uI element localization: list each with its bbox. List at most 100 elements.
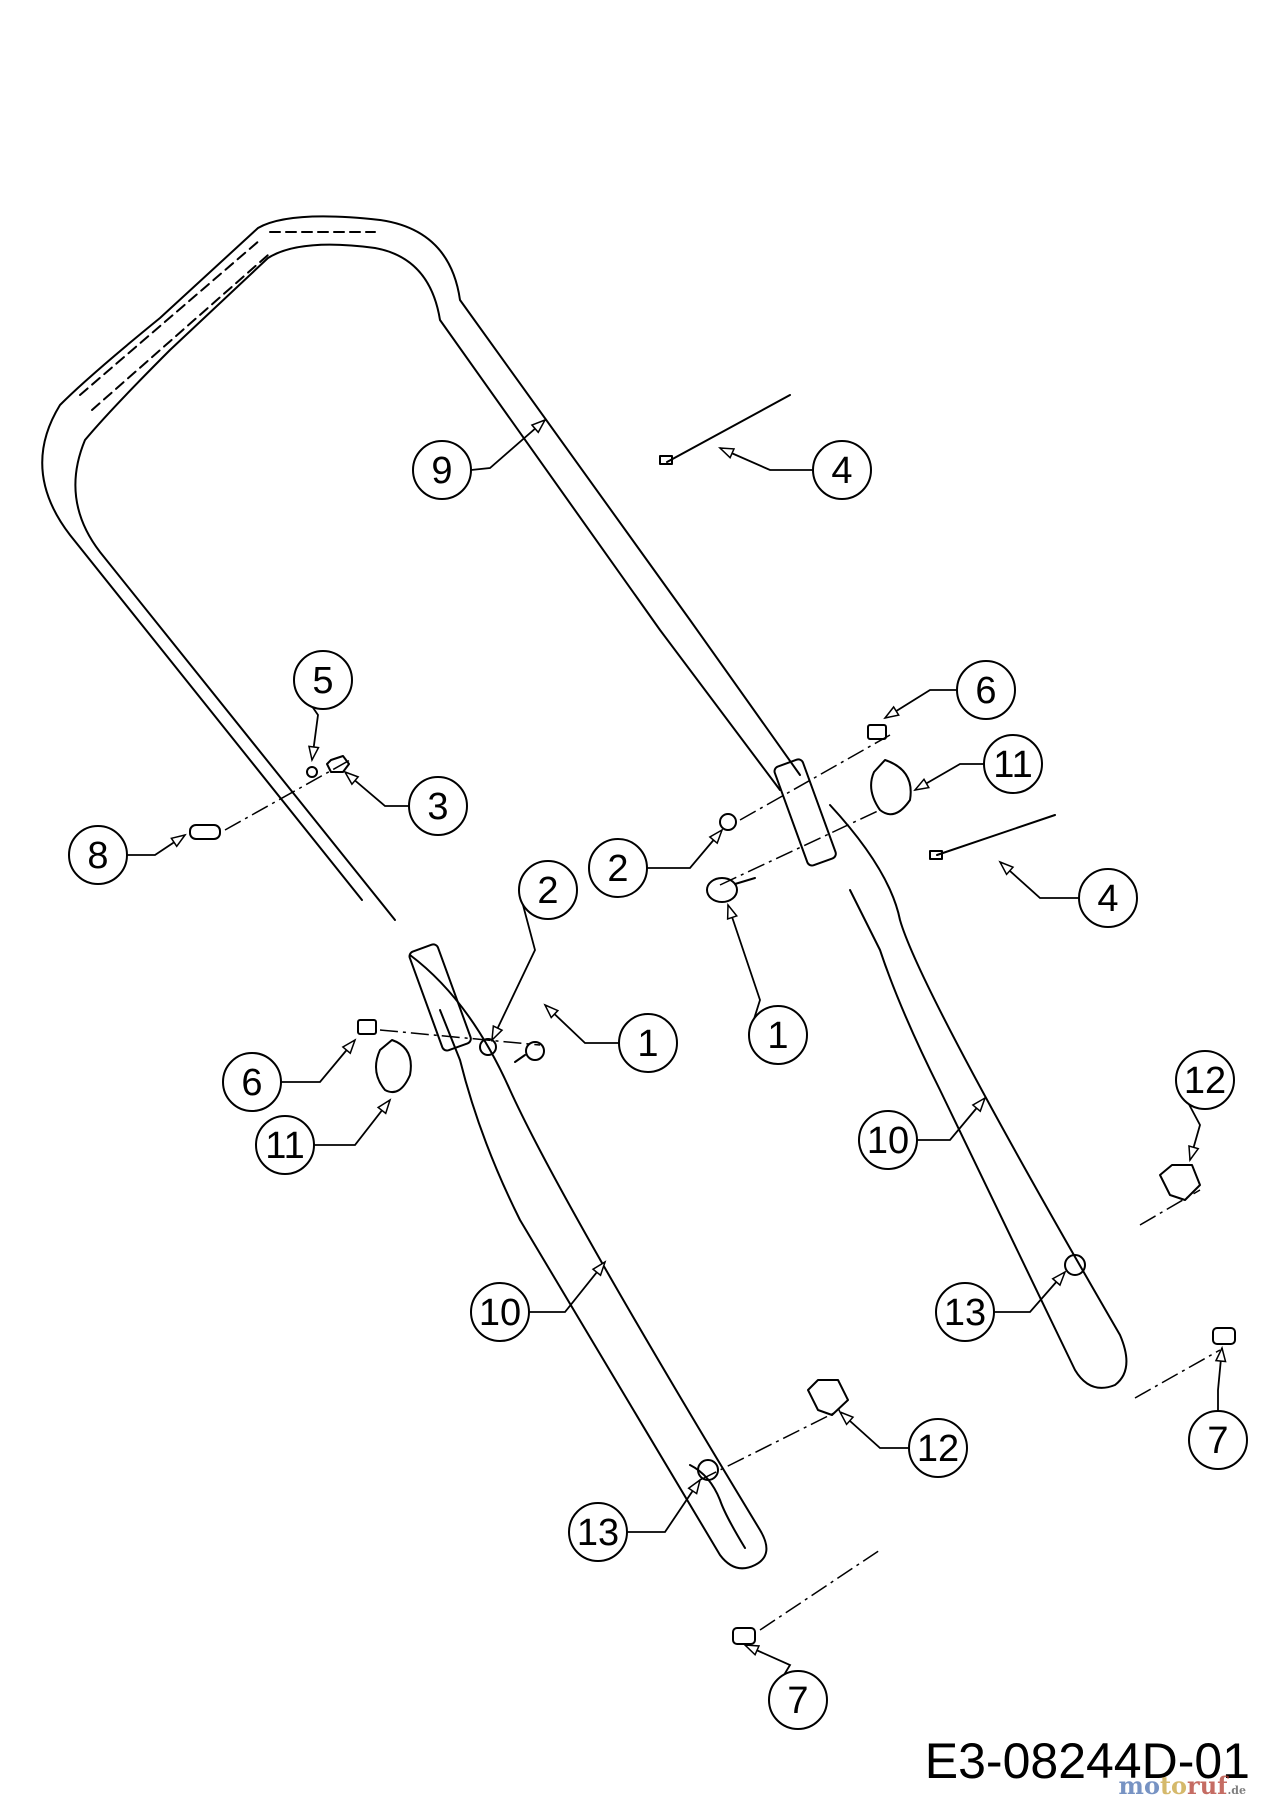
callout-circle (588, 838, 648, 898)
callout-leader (627, 1479, 701, 1533)
callout-arrowhead (591, 1260, 607, 1277)
axis-line-left-mid (379, 1029, 541, 1046)
spacer-13-left (697, 1459, 719, 1481)
callout-leader (914, 763, 984, 791)
upper-handle-inner (74, 243, 781, 921)
callout-label: 13 (944, 1292, 986, 1334)
callout-circle (908, 1418, 968, 1478)
callout-circle (858, 1110, 918, 1170)
cable-tie-lower-head (929, 850, 943, 860)
watermark-part: mo (1118, 1771, 1160, 1800)
callout-circle (255, 1115, 315, 1175)
callout-label: 10 (867, 1120, 909, 1162)
callout-arrowhead (1214, 1345, 1227, 1363)
spacer-13-right (1064, 1254, 1086, 1276)
callout-arrowhead (971, 1096, 987, 1113)
callout-circle (68, 825, 128, 885)
callout-label: 3 (427, 786, 448, 828)
callout-circle (1175, 1050, 1235, 1110)
star-knob-11-left (375, 1039, 412, 1094)
callout-circle (470, 1282, 530, 1342)
hinge-plate-right (773, 758, 837, 867)
callout-label: 6 (241, 1062, 262, 1104)
knob-12-right (1159, 1164, 1201, 1201)
callout-leader (884, 689, 957, 719)
callout-leader (314, 1099, 391, 1146)
callout-circle (222, 1052, 282, 1112)
callout-circle (408, 776, 468, 836)
cap-nut-2-right (719, 813, 737, 831)
callout-circle (1078, 868, 1138, 928)
callout-label: 10 (479, 1292, 521, 1334)
callout-label: 1 (637, 1023, 658, 1065)
callout-arrowhead (343, 770, 360, 786)
axis-line-left-low (699, 1409, 841, 1481)
callout-leader (344, 771, 409, 807)
callout-arrowhead (1051, 1270, 1067, 1287)
callout-arrowhead (726, 902, 739, 921)
callout-leader (491, 889, 536, 1041)
callout-leader (994, 1271, 1066, 1313)
callout-leader (917, 1097, 986, 1141)
axis-line-right-mid (719, 809, 881, 886)
callout-leader (544, 1004, 619, 1044)
callout-circle (518, 860, 578, 920)
callout-leader (281, 1039, 356, 1083)
upper-handle-outer (41, 215, 801, 901)
bolt-head-1-right (706, 877, 738, 903)
washer-5 (306, 766, 318, 778)
drawing-code: E3-08244D-01 (924, 1733, 1250, 1789)
callout-arrowhead (998, 860, 1015, 876)
callout-circle (568, 1502, 628, 1562)
callout-label: 2 (537, 870, 558, 912)
callout-circle (293, 650, 353, 710)
callout-label: 7 (1207, 1420, 1228, 1462)
callout-leader (839, 1411, 909, 1449)
screw-6-left (357, 1019, 377, 1035)
callout-arrowhead (913, 777, 930, 792)
callout-leader (719, 447, 813, 471)
callout-label: 4 (1097, 878, 1118, 920)
callout-arrowhead (308, 745, 320, 763)
callout-label: 12 (1184, 1060, 1226, 1102)
callout-label: 8 (87, 835, 108, 877)
callout-leader (470, 419, 546, 471)
callout-leader (727, 904, 761, 1036)
axis-line-upper-left (224, 759, 351, 831)
callout-circle (956, 660, 1016, 720)
lower-left-handle-inner (689, 1464, 746, 1549)
callout-circle (618, 1013, 678, 1073)
callout-label: 11 (993, 744, 1032, 786)
callout-label: 9 (431, 450, 452, 492)
knob-12-left (807, 1379, 849, 1416)
callout-arrowhead (376, 1098, 392, 1115)
callout-arrowhead (170, 833, 187, 848)
callout-label: 2 (607, 848, 628, 890)
cable-tie-upper (666, 394, 791, 463)
callout-leader (999, 861, 1079, 899)
watermark-part: to (1159, 1771, 1188, 1800)
cable-tie-upper-head (659, 455, 673, 465)
bolt-7-right (1212, 1327, 1236, 1345)
callout-circle (748, 1005, 808, 1065)
watermark-part: ruf (1187, 1771, 1228, 1800)
callout-label: 6 (975, 670, 996, 712)
callout-label: 7 (787, 1680, 808, 1722)
callout-label: 13 (577, 1512, 619, 1554)
callout-arrowhead (687, 1478, 702, 1495)
axis-line-left-bottom (759, 1549, 881, 1631)
axis-line-right-bottom (1134, 1349, 1221, 1399)
callout-circle (768, 1670, 828, 1730)
callout-arrowhead (743, 1644, 761, 1657)
bolt-head-1-left (525, 1041, 545, 1061)
callout-label: 12 (917, 1428, 959, 1470)
cable-tie-lower (936, 814, 1056, 856)
callout-leader (529, 1261, 606, 1313)
cap-nut-2-left (479, 1038, 497, 1056)
callout-label: 5 (312, 660, 333, 702)
callout-arrowhead (491, 1024, 504, 1042)
callout-circle (412, 440, 472, 500)
bolt-7-left (732, 1627, 756, 1645)
callout-circle (1188, 1410, 1248, 1470)
